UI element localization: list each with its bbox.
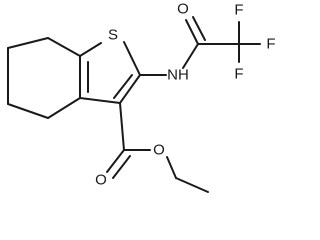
bond-c4-c5 xyxy=(47,97,81,119)
atom-label-oxygen-amide: O xyxy=(177,1,189,18)
bond-c1-c2 xyxy=(7,37,49,49)
bond-c2-c3 xyxy=(47,37,81,57)
atom-label-fluorine-top: F xyxy=(234,2,243,19)
bond-c8-c11 xyxy=(119,102,125,151)
bond-c11-o-carbonyl xyxy=(106,149,125,173)
atom-labels: S NH O F F F O O xyxy=(95,1,275,189)
bond-lines xyxy=(7,16,261,193)
atom-label-fluorine-bottom: F xyxy=(234,66,243,83)
structure-canvas: S NH O F F F O O xyxy=(7,1,276,193)
bond-c9-o-double xyxy=(192,16,206,41)
bond-c5-c6 xyxy=(7,103,49,119)
atom-label-nh: NH xyxy=(167,67,189,84)
bond-o-c12 xyxy=(166,156,177,179)
bond-s-c7 xyxy=(123,41,141,76)
bond-c8-c4 xyxy=(79,97,121,104)
bond-c3-s xyxy=(79,42,102,57)
bond-n-c9 xyxy=(182,43,199,69)
bond-c9-o xyxy=(185,19,199,45)
atom-label-oxygen-ester: O xyxy=(153,142,165,159)
atom-label-fluorine-right: F xyxy=(266,36,275,53)
atom-label-oxygen-carbonyl: O xyxy=(95,172,107,189)
bond-c7-c8 xyxy=(119,74,141,104)
bond-c11-o-carbonyl-double xyxy=(112,155,131,179)
atom-label-sulfur: S xyxy=(108,27,118,44)
bond-c7-c8-double xyxy=(113,74,133,99)
bond-c12-c13 xyxy=(175,177,209,193)
